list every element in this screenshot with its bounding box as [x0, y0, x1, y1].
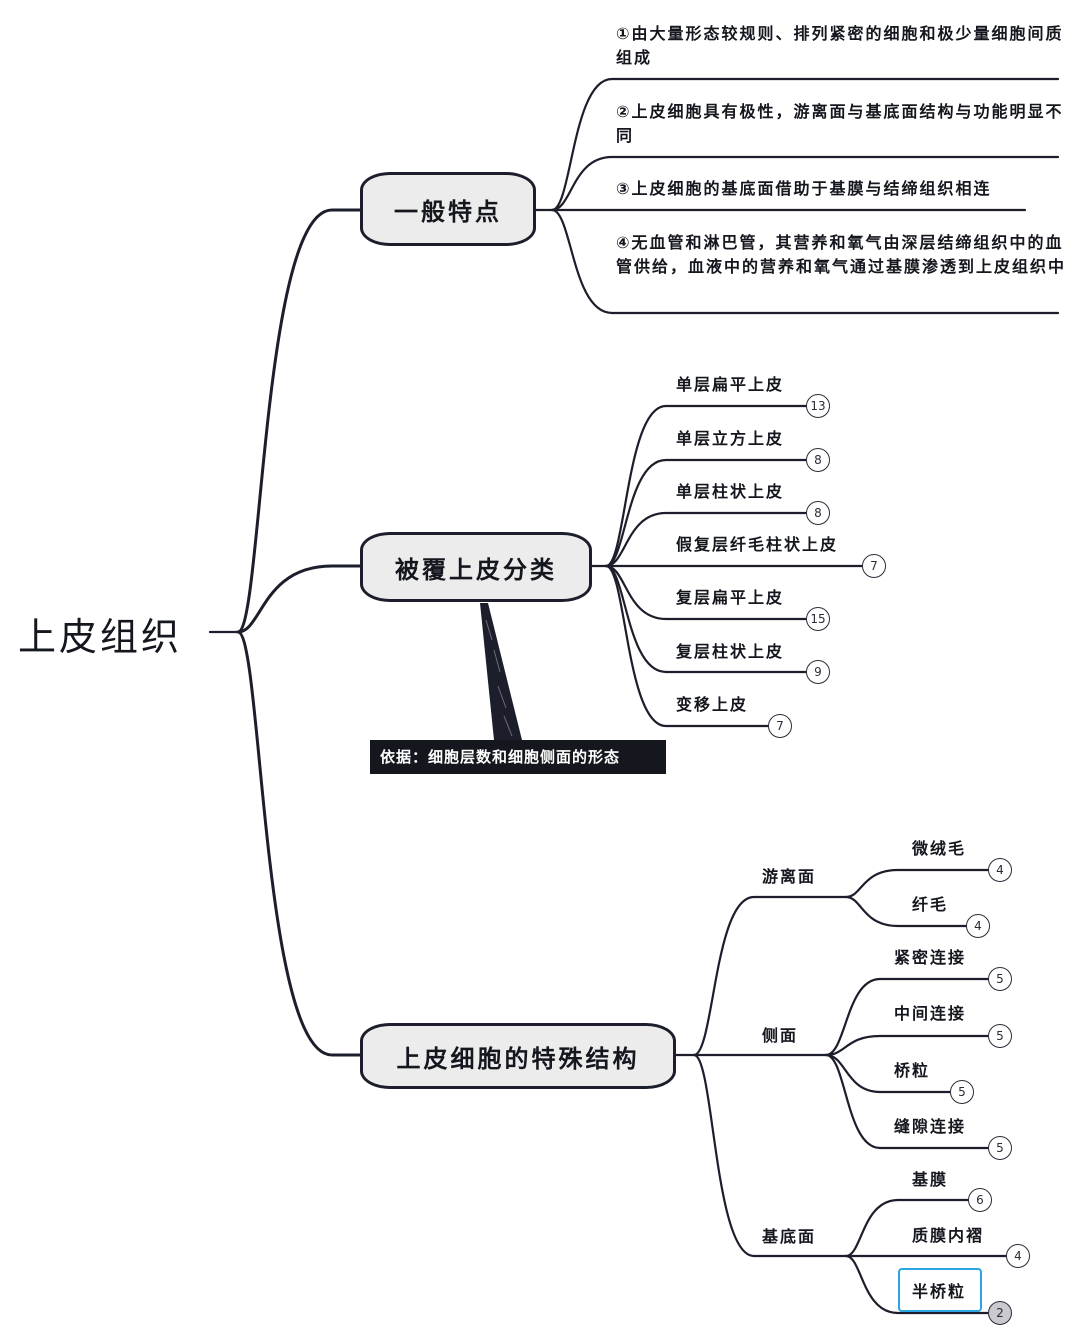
feature-item-1[interactable]: ①由大量形态较规则、排列紧密的细胞和极少量细胞间质组成: [616, 24, 1064, 67]
structure-item[interactable]: 微绒毛: [912, 839, 967, 858]
structure-item[interactable]: 缝隙连接: [894, 1117, 967, 1136]
feature-item-4[interactable]: ④无血管和淋巴管，其营养和氧气由深层结缔组织中的血管供给，血液中的营养和氧气通过…: [616, 233, 1067, 276]
structure-item[interactable]: 基膜: [912, 1170, 949, 1189]
epithelium-type[interactable]: 复层柱状上皮: [676, 642, 785, 661]
structure-item[interactable]: 紧密连接: [894, 948, 967, 967]
count-badge[interactable]: 5: [988, 1024, 1012, 1048]
feature-item-2[interactable]: ②上皮细胞具有极性，游离面与基底面结构与功能明显不同: [616, 102, 1064, 145]
root-topic[interactable]: 上皮组织: [18, 615, 183, 659]
structure-item[interactable]: 纤毛: [912, 895, 949, 914]
epithelium-type[interactable]: 假复层纤毛柱状上皮: [676, 535, 839, 554]
count-badge[interactable]: 7: [862, 554, 886, 578]
count-badge[interactable]: 8: [806, 448, 830, 472]
count-badge[interactable]: 4: [988, 858, 1012, 882]
classification-note[interactable]: 依据：细胞层数和细胞侧面的形态: [370, 740, 666, 774]
group-basal-surface[interactable]: 基底面: [762, 1227, 817, 1246]
note-pointer: [480, 603, 522, 740]
structure-item-selected[interactable]: 半桥粒: [912, 1282, 967, 1301]
selected-node-highlight[interactable]: [898, 1268, 982, 1312]
count-badge[interactable]: 15: [806, 607, 830, 631]
feature-item-3[interactable]: ③上皮细胞的基底面借助于基膜与结缔组织相连: [616, 179, 992, 198]
epithelium-type[interactable]: 单层立方上皮: [676, 429, 785, 448]
branch-covering-epithelium[interactable]: 被覆上皮分类: [360, 532, 592, 602]
count-badge[interactable]: 9: [806, 660, 830, 684]
epithelium-type[interactable]: 复层扁平上皮: [676, 588, 785, 607]
group-free-surface[interactable]: 游离面: [762, 867, 817, 886]
count-badge[interactable]: 13: [806, 394, 830, 418]
structure-item[interactable]: 桥粒: [894, 1061, 931, 1080]
count-badge[interactable]: 4: [966, 914, 990, 938]
count-badge[interactable]: 4: [1006, 1244, 1030, 1268]
count-badge[interactable]: 5: [988, 1136, 1012, 1160]
count-badge[interactable]: 7: [768, 714, 792, 738]
epithelium-type[interactable]: 单层扁平上皮: [676, 375, 785, 394]
count-badge[interactable]: 5: [988, 967, 1012, 991]
structure-item[interactable]: 中间连接: [894, 1004, 967, 1023]
structure-item[interactable]: 质膜内褶: [912, 1226, 985, 1245]
epithelium-type[interactable]: 变移上皮: [676, 695, 749, 714]
branch-special-structures[interactable]: 上皮细胞的特殊结构: [360, 1023, 676, 1089]
count-badge[interactable]: 2: [988, 1301, 1012, 1325]
count-badge[interactable]: 6: [968, 1188, 992, 1212]
count-badge[interactable]: 8: [806, 501, 830, 525]
epithelium-type[interactable]: 单层柱状上皮: [676, 482, 785, 501]
count-badge[interactable]: 5: [950, 1080, 974, 1104]
branch-general-features[interactable]: 一般特点: [360, 172, 536, 246]
group-lateral-surface[interactable]: 侧面: [762, 1026, 799, 1045]
